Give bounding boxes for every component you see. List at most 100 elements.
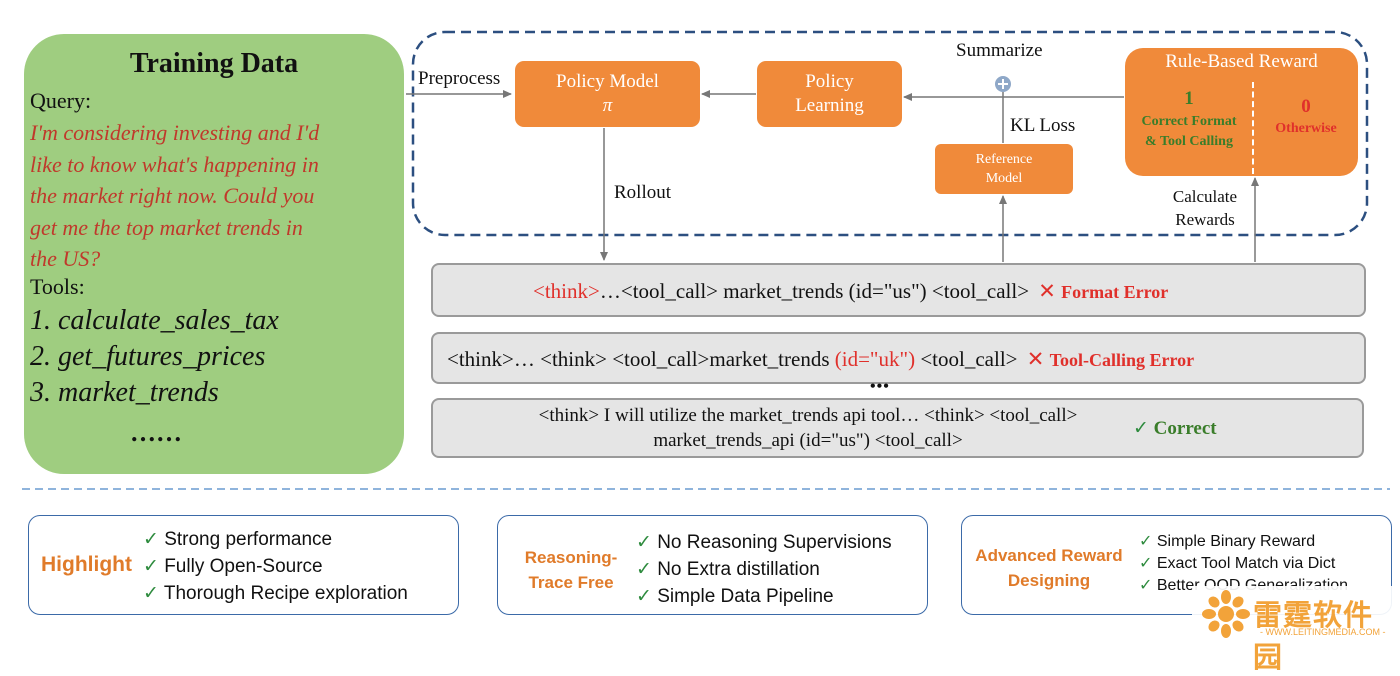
check-icon: ✓	[1139, 533, 1153, 550]
query-text: I'm considering investing and I'd like t…	[30, 117, 319, 275]
list-item: ✓ No Extra distillation	[636, 556, 892, 583]
reference-model-label: Model	[985, 171, 1023, 186]
query-line: the US?	[30, 246, 101, 271]
check-icon: ✓	[636, 559, 652, 580]
list-item-label: Simple Data Pipeline	[657, 586, 834, 607]
calculate-rewards-label: Calculate Rewards	[1160, 185, 1250, 231]
query-label: Query:	[30, 88, 92, 113]
advanced-reward-title: Advanced Reward Designing	[966, 543, 1132, 593]
rollout-ellipsis: •••	[870, 378, 890, 395]
list-item-label: Exact Tool Match via Dict	[1156, 555, 1336, 572]
tools-list: 1. calculate_sales_tax 2. get_futures_pr…	[30, 303, 279, 411]
list-item: ✓ Fully Open-Source	[143, 553, 408, 580]
cross-icon: ✕	[1038, 280, 1056, 303]
advanced-reward-panel	[961, 515, 1392, 615]
reward-one-value: 1	[1184, 88, 1194, 109]
policy-learning-label: Policy	[805, 71, 854, 92]
watermark-logo-icon	[1202, 590, 1250, 638]
policy-symbol: π	[602, 95, 613, 116]
policy-learning-label: Learning	[795, 95, 864, 116]
reward-one-label-line: & Tool Calling	[1145, 134, 1233, 149]
policy-model-node: Policy Model π	[515, 61, 700, 127]
correct-rollout-text: <think> I will utilize the market_trends…	[463, 403, 1153, 453]
query-line: like to know what's happening in	[30, 151, 319, 177]
tools-more: ……	[130, 418, 182, 447]
kl-loss-label: KL Loss	[1010, 115, 1076, 136]
list-item-label: Thorough Recipe exploration	[163, 583, 408, 604]
rollout-text: <tool_call>	[915, 347, 1018, 371]
rollout-row-format-error: <think>…<tool_call> market_trends (id="u…	[431, 263, 1366, 317]
calculate-rewards-line: Rewards	[1175, 210, 1235, 229]
query-line: the market right now. Could you	[30, 183, 315, 208]
list-item: ✓ Strong performance	[143, 526, 408, 553]
check-icon: ✓	[1139, 577, 1153, 594]
correct-label: Correct	[1153, 418, 1217, 439]
reward-zero-value: 0	[1301, 96, 1311, 117]
list-item-label: Strong performance	[164, 529, 333, 550]
reward-one-label: Correct Format & Tool Calling	[1126, 112, 1252, 152]
training-data-title: Training Data	[129, 48, 299, 79]
format-error-label: Format Error	[1061, 282, 1169, 302]
panel-title-line: Designing	[1007, 571, 1091, 590]
calculate-rewards-line: Calculate	[1172, 187, 1238, 206]
policy-learning-node: Policy Learning	[757, 61, 902, 127]
rollout-text: market_trends_api (id="us") <tool_call>	[653, 430, 963, 451]
watermark-url: - WWW.LEITINGMEDIA.COM -	[1260, 627, 1386, 637]
list-item: ✓ Simple Binary Reward	[1139, 531, 1348, 553]
preprocess-label: Preprocess	[418, 68, 501, 89]
list-item: ✓ No Reasoning Supervisions	[636, 529, 892, 556]
reasoning-trace-panel	[497, 515, 928, 615]
list-item-label: Fully Open-Source	[164, 556, 323, 577]
reasoning-trace-title: Reasoning- Trace Free	[506, 545, 636, 595]
list-item: ✓ Thorough Recipe exploration	[143, 580, 408, 607]
training-data-card	[24, 34, 404, 474]
list-item-label: Simple Binary Reward	[1156, 533, 1316, 550]
panel-title-line: Trace Free	[528, 573, 614, 592]
reward-zero-label: Otherwise	[1275, 121, 1337, 136]
panel-title-line: Advanced Reward	[975, 546, 1123, 565]
rollout-text: <think>… <think> <tool_call>market_trend…	[447, 347, 835, 371]
reference-model-node: Reference Model	[935, 144, 1073, 194]
wrong-arg-text: (id="uk")	[834, 347, 916, 371]
think-tag-error: <think>	[533, 279, 600, 303]
rollout-row-tool-error: <think>… <think> <tool_call>market_trend…	[431, 332, 1366, 384]
list-item: ✓ Exact Tool Match via Dict	[1139, 553, 1348, 575]
list-item-label: No Extra distillation	[657, 559, 820, 580]
tool-item: 2. get_futures_prices	[30, 341, 266, 372]
rl-loop-frame	[411, 30, 1369, 237]
tools-label: Tools:	[30, 274, 85, 299]
check-icon: ✓	[1133, 418, 1149, 439]
check-icon: ✓	[1139, 555, 1153, 572]
highlight-panel	[28, 515, 459, 615]
highlight-list: ✓ Strong performance ✓ Fully Open-Source…	[143, 526, 408, 607]
rollout-label: Rollout	[614, 182, 672, 203]
check-icon: ✓	[143, 556, 159, 577]
summarize-label: Summarize	[956, 40, 1043, 61]
query-line: I'm considering investing and I'd	[30, 120, 320, 145]
tool-item: 3. market_trends	[30, 377, 219, 408]
list-item-label: No Reasoning Supervisions	[657, 532, 892, 553]
check-icon: ✓	[636, 586, 652, 607]
check-icon: ✓	[143, 583, 159, 604]
correct-verdict: ✓ Correct	[1133, 417, 1217, 440]
rollout-text: <think> I will utilize the market_trends…	[538, 405, 1078, 426]
policy-model-label: Policy Model	[556, 71, 659, 92]
rule-based-reward-node	[1125, 48, 1358, 176]
check-icon: ✓	[636, 532, 652, 553]
query-line: get me the top market trends in	[30, 214, 303, 240]
reward-one-label-line: Correct Format	[1141, 114, 1237, 129]
check-icon: ✓	[143, 529, 159, 550]
rollout-text: …<tool_call> market_trends (id="us") <to…	[599, 279, 1030, 303]
reward-divider	[1252, 82, 1254, 174]
panel-title-line: Reasoning-	[524, 548, 618, 567]
reward-title: Rule-Based Reward	[1165, 51, 1318, 72]
flow-connectors	[22, 30, 1390, 490]
cross-icon: ✕	[1026, 348, 1045, 371]
reference-model-label: Reference	[975, 152, 1033, 167]
highlight-title: Highlight	[41, 553, 132, 576]
list-item: ✓ Simple Data Pipeline	[636, 583, 892, 610]
tool-calling-error-label: Tool-Calling Error	[1049, 350, 1195, 370]
rollout-row-correct: <think> I will utilize the market_trends…	[431, 398, 1364, 458]
reasoning-trace-list: ✓ No Reasoning Supervisions ✓ No Extra d…	[636, 529, 892, 610]
tool-item: 1. calculate_sales_tax	[30, 305, 279, 336]
